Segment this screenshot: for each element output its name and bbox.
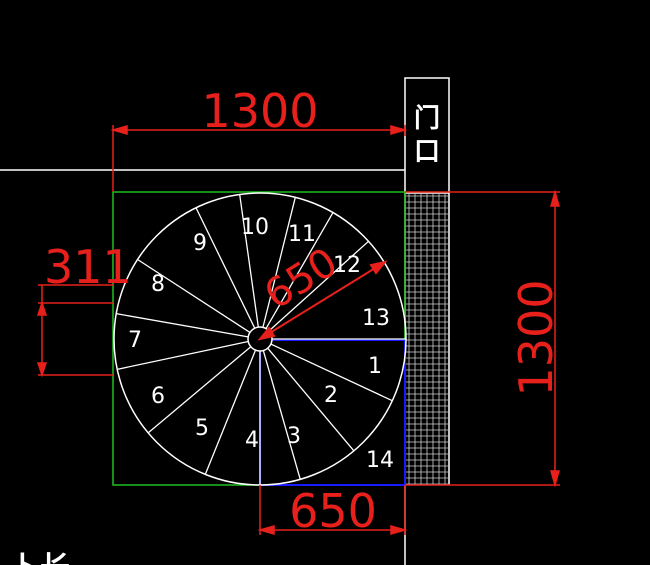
hatch-pattern (405, 192, 449, 485)
door-frame (404, 77, 450, 194)
dimension-right (405, 189, 560, 488)
dimension-bottom-value: 650 (289, 484, 377, 538)
step-number-9: 9 (193, 231, 207, 256)
step-number-13: 13 (362, 306, 390, 331)
door-label-top: 门 (414, 104, 440, 134)
step-number-14: 14 (366, 448, 394, 473)
dimension-top (110, 125, 408, 192)
stair-treads (116, 194, 406, 485)
dimension-right-value: 1300 (509, 279, 563, 396)
dimension-radius-value: 650 (257, 239, 346, 318)
step-number-2: 2 (324, 383, 338, 408)
tread-line (267, 347, 355, 452)
step-number-3: 3 (287, 424, 301, 449)
tread-line (117, 340, 249, 370)
tread-line (268, 240, 369, 332)
tread-line (262, 350, 301, 480)
tread-line (262, 197, 296, 328)
step-number-5: 5 (195, 416, 209, 441)
tread-line (265, 212, 334, 329)
dimension-bottom (257, 485, 408, 535)
tread-line (239, 194, 259, 328)
tread-line (195, 207, 256, 329)
step-number-10: 10 (241, 215, 269, 240)
door-label-bottom: 口 (414, 137, 440, 167)
dimension-top-value: 1300 (201, 84, 318, 138)
step-number-12: 12 (333, 253, 361, 278)
step-number-6: 6 (151, 384, 165, 409)
step-number-11: 11 (288, 222, 316, 247)
dimension-left (36, 284, 113, 378)
tread-line (204, 349, 257, 475)
step-number-1: 1 (368, 354, 382, 379)
step-number-8: 8 (151, 272, 165, 297)
dimension-left-value: 311 (44, 240, 132, 294)
tread-line (137, 258, 251, 334)
tread-line (270, 343, 393, 402)
step-number-4: 4 (245, 428, 259, 453)
tread-line (116, 313, 249, 338)
step-number-7: 7 (128, 328, 142, 353)
tread-line (147, 346, 252, 434)
bottom-left-text-fragment: 卜长 (10, 551, 70, 565)
dimension-radius (257, 260, 388, 341)
